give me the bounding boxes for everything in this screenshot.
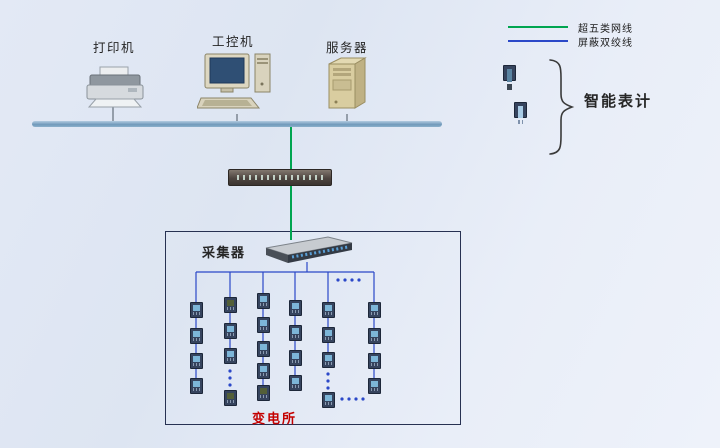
meter-icon: [256, 385, 270, 401]
meter-icon: [189, 378, 203, 394]
meter-icon: [256, 363, 270, 379]
legend-cat5-line: [508, 26, 568, 28]
server-label: 服务器: [326, 41, 369, 55]
meter-icon: [367, 328, 381, 344]
printer-icon: [84, 66, 146, 108]
meter-icon: [256, 341, 270, 357]
printer-label: 打印机: [93, 41, 136, 55]
meter-icon: [189, 328, 203, 344]
substation-box: [165, 231, 461, 425]
meter-icon: [223, 297, 237, 313]
legend-stp-label: 屏蔽双绞线: [578, 38, 633, 49]
meter-icon: [223, 390, 237, 406]
smart-meter-icon: [514, 102, 527, 124]
switch-ports: [237, 175, 323, 180]
network-bus-line: [32, 121, 442, 127]
meter-icon: [321, 392, 335, 408]
meter-icon: [189, 302, 203, 318]
meter-icon: [256, 293, 270, 309]
meter-icon: [321, 327, 335, 343]
meter-icon: [288, 325, 302, 341]
legend-stp-line: [508, 40, 568, 42]
meter-icon: [288, 350, 302, 366]
meter-icon: [321, 352, 335, 368]
brace-icon: [547, 58, 577, 158]
meter-icon: [223, 348, 237, 364]
meter-icon: [367, 353, 381, 369]
computer-icon: [196, 52, 277, 114]
meter-icon: [223, 323, 237, 339]
meter-icon: [256, 317, 270, 333]
legend-cat5-label: 超五类网线: [578, 24, 633, 35]
meter-icon: [288, 375, 302, 391]
meter-icon: [367, 302, 381, 318]
meter-icon: [321, 302, 335, 318]
smart-meters-label: 智能表计: [584, 93, 653, 110]
meter-icon: [189, 353, 203, 369]
server-icon: [325, 56, 371, 114]
collector-device-icon: [262, 234, 354, 264]
collector-label: 采集器: [202, 245, 246, 260]
meter-icon: [367, 378, 381, 394]
ipc-label: 工控机: [212, 35, 255, 49]
meter-icon: [288, 300, 302, 316]
smart-meter-icon: [503, 65, 516, 90]
ethernet-switch-icon: [228, 169, 332, 186]
substation-label: 变电所: [252, 411, 298, 426]
